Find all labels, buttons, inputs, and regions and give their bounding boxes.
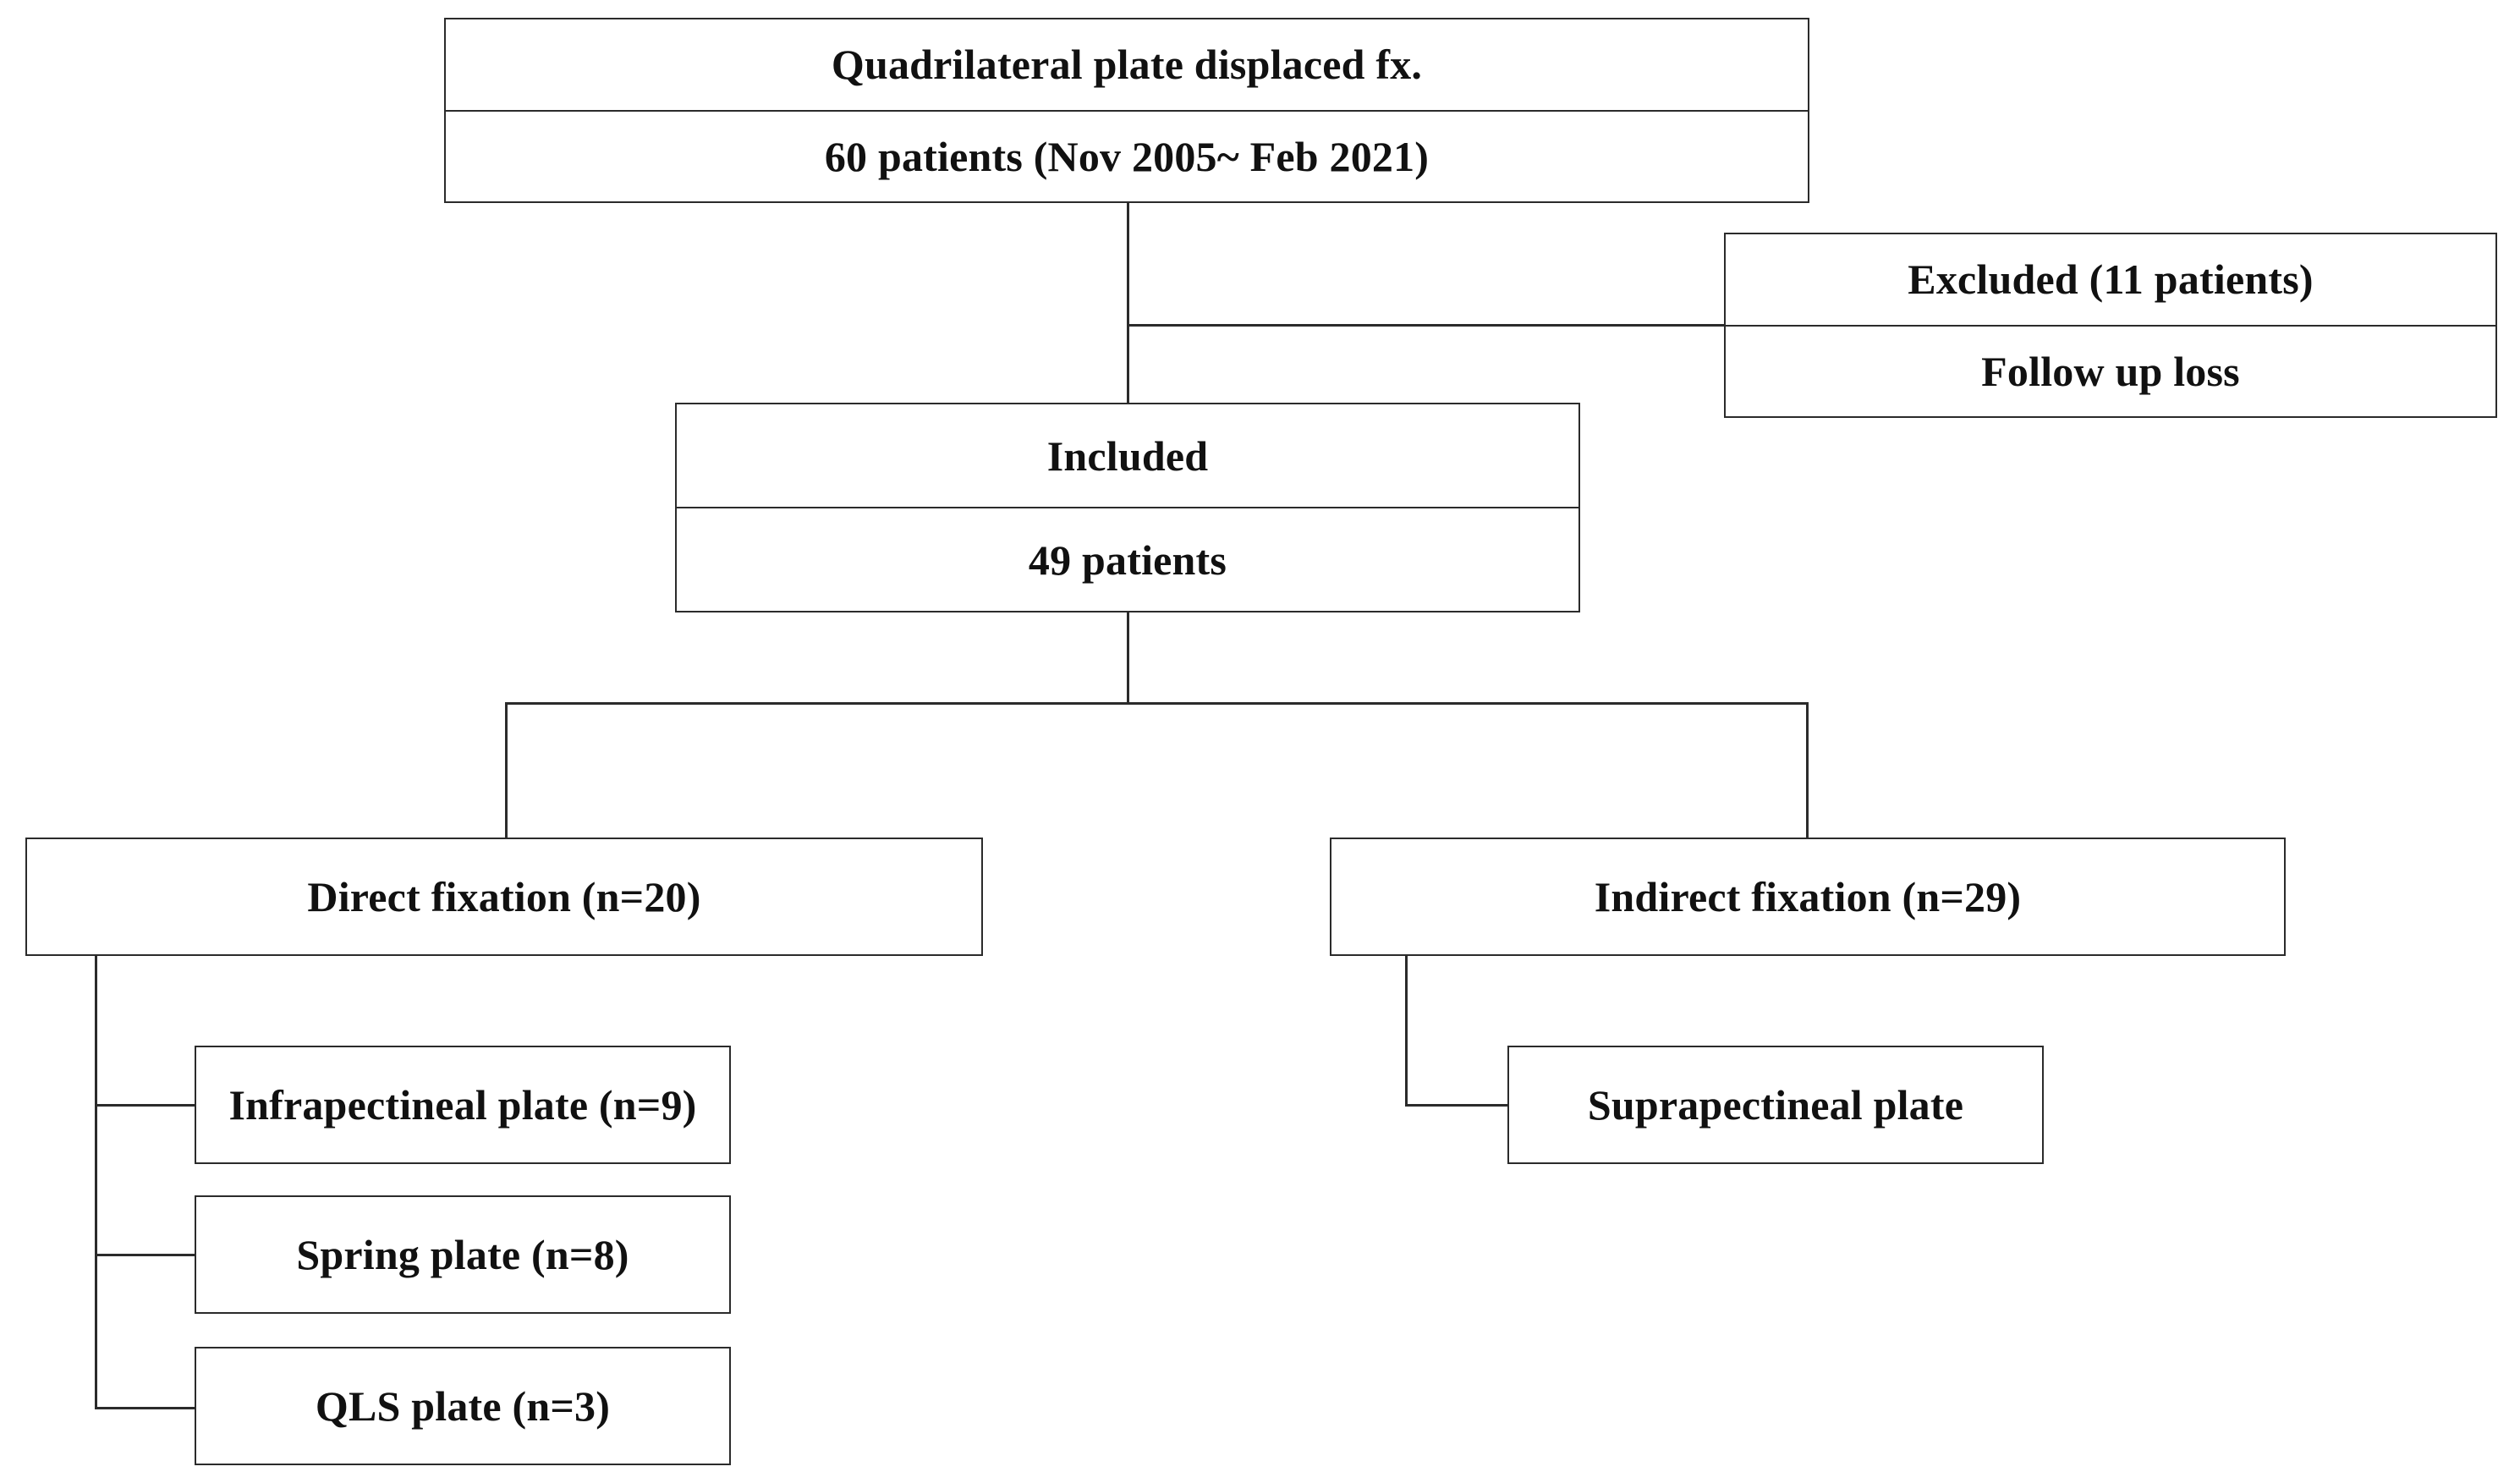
- spring-plate-label: Spring plate (n=8): [296, 1231, 629, 1278]
- connector-branch-horizontal: [505, 702, 1809, 705]
- excluded-box-subtitle: Follow up loss: [1726, 324, 2495, 417]
- connector-to-excluded: [1127, 324, 1727, 327]
- connector-to-spring: [95, 1254, 196, 1256]
- connector-top-to-included: [1127, 201, 1129, 404]
- connector-to-direct: [505, 702, 508, 839]
- top-box-title: Quadrilateral plate displaced fx.: [831, 41, 1423, 89]
- indirect-fixation-box: Indirect fixation (n=29): [1330, 838, 2286, 956]
- infrapectineal-plate-box: Infrapectineal plate (n=9): [195, 1046, 731, 1164]
- suprapectineal-plate-label: Suprapectineal plate: [1587, 1081, 1964, 1129]
- included-box-title: Included: [1046, 431, 1209, 480]
- excluded-box-title: Excluded (11 patients): [1908, 255, 2314, 304]
- connector-to-suprapectineal: [1405, 1104, 1509, 1107]
- included-box: Included 49 patients: [675, 403, 1580, 612]
- qls-plate-label: QLS plate (n=3): [315, 1382, 611, 1430]
- connector-indirect-spine: [1405, 954, 1408, 1107]
- included-box-subtitle: 49 patients: [677, 507, 1578, 611]
- top-box-subtitle: 60 patients (Nov 2005~ Feb 2021): [446, 109, 1808, 202]
- excluded-box: Excluded (11 patients) Follow up loss: [1724, 233, 2497, 418]
- connector-direct-spine: [95, 954, 97, 1409]
- connector-to-infrapectineal: [95, 1104, 196, 1107]
- connector-to-indirect: [1806, 702, 1809, 839]
- direct-fixation-label: Direct fixation (n=20): [307, 873, 701, 920]
- qls-plate-box: QLS plate (n=3): [195, 1347, 731, 1465]
- top-box: Quadrilateral plate displaced fx. 60 pat…: [444, 18, 1809, 203]
- infrapectineal-plate-label: Infrapectineal plate (n=9): [228, 1081, 697, 1129]
- connector-to-qls: [95, 1407, 196, 1409]
- indirect-fixation-label: Indirect fixation (n=29): [1594, 873, 2022, 920]
- direct-fixation-box: Direct fixation (n=20): [25, 838, 983, 956]
- connector-included-down: [1127, 611, 1129, 704]
- spring-plate-box: Spring plate (n=8): [195, 1195, 731, 1314]
- suprapectineal-plate-box: Suprapectineal plate: [1507, 1046, 2044, 1164]
